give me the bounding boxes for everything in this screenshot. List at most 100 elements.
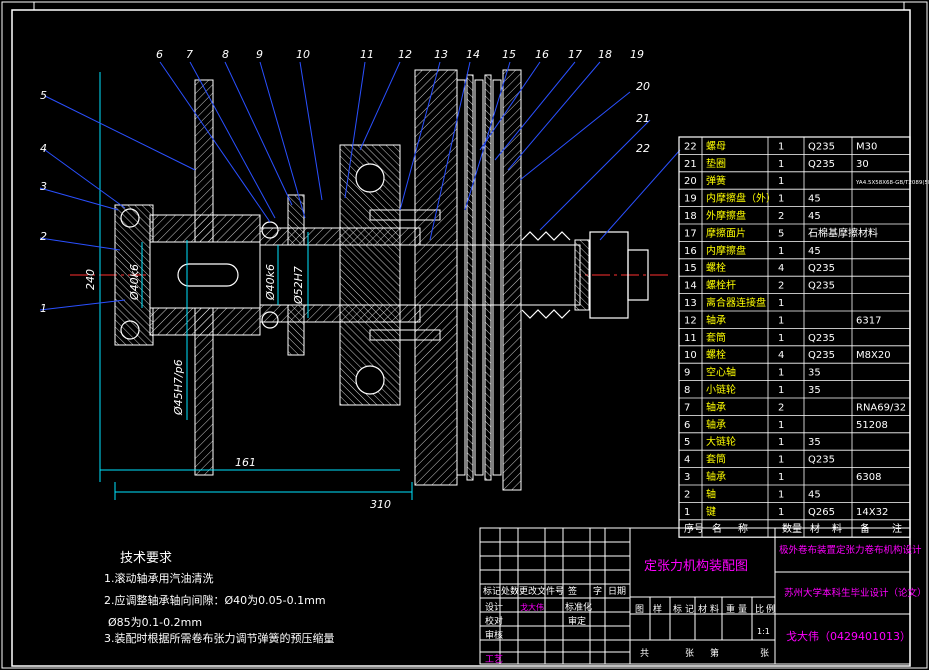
stage-i: 比 [755, 603, 764, 615]
tech-line-4: 3.装配时根据所需卷布张力调节弹簧的预压缩量 [104, 631, 335, 645]
bom-qty: 1 [778, 159, 784, 170]
bom-name: 轴承 [706, 470, 726, 483]
bom-name: 键 [706, 505, 716, 518]
rev-count: 处数 [501, 585, 519, 597]
bom-no: 2 [684, 489, 690, 500]
shaft-end [627, 249, 649, 301]
scale-value: 1:1 [757, 627, 770, 636]
stage-c: 标 [673, 603, 682, 615]
bom-name: 垫圈 [706, 157, 726, 170]
bom-no: 22 [684, 141, 697, 152]
stage-b: 样 [653, 603, 662, 615]
bom-name: 离合器连接盘 [706, 296, 766, 309]
callout-4: 4 [40, 142, 47, 155]
bom-name: 螺栓 [706, 261, 726, 274]
bom-name: 外摩擦盘 [706, 209, 746, 222]
standardize-label: 标准化 [565, 601, 592, 613]
bom-qty: 1 [778, 385, 784, 396]
stage-e: 材 [698, 603, 707, 615]
dimension-lines [99, 72, 413, 500]
stage-d: 记 [685, 604, 694, 615]
callout-3: 3 [40, 180, 47, 193]
friction-disc-stack [456, 69, 522, 491]
bom-qty: 1 [778, 472, 784, 483]
bom-qty: 2 [778, 211, 784, 222]
bearing-ball-3-top [120, 208, 140, 228]
bom-no: 3 [684, 472, 690, 483]
school-line: 苏州大学本科生毕业设计（论文） [784, 587, 927, 599]
rev-mark: 标记 [483, 585, 501, 597]
bom-no: 5 [684, 437, 690, 448]
assembly-section-view: 310 161 240 Ø40k6 Ø40k6 Ø52H7 Ø45H7/p6 [39, 48, 681, 511]
callout-21: 21 [636, 112, 650, 125]
dim-fit-52h7: Ø52H7 [292, 266, 305, 305]
bom-qty: 1 [778, 455, 784, 466]
author-line: 戈大伟（0429401013） [786, 629, 911, 643]
bom-name: 套筒 [706, 453, 726, 466]
bom-no: 12 [684, 315, 697, 326]
bom-name: 螺栓 [706, 348, 726, 361]
callout-10: 10 [296, 48, 310, 61]
bom-name: 空心轴 [706, 366, 736, 379]
drawing-title: 定张力机构装配图 [644, 559, 748, 574]
bom-material: 45 [808, 246, 821, 257]
bom-header-cell: 注 [892, 522, 902, 535]
role-check: 校对 [485, 615, 503, 627]
callout-16: 16 [535, 48, 549, 61]
bom-qty: 1 [778, 141, 784, 152]
bom-no: 9 [684, 368, 690, 379]
bom-name: 螺母 [706, 140, 726, 152]
role-process: 工艺 [485, 654, 503, 665]
bom-material: Q265 [808, 507, 835, 518]
bom-material: 45 [808, 489, 821, 500]
role-design: 设计 [485, 601, 503, 613]
bom-note: 6308 [856, 472, 881, 483]
part-callouts: 1 2 3 4 5 6 7 8 9 10 11 12 13 14 15 16 1… [40, 48, 650, 315]
dim-fit-45h7p6: Ø45H7/p6 [172, 359, 185, 416]
approve-label: 审定 [568, 615, 586, 627]
bom-qty: 2 [778, 402, 784, 413]
bom-qty: 1 [778, 368, 784, 379]
stage-h: 量 [738, 604, 747, 615]
callout-12: 12 [398, 48, 412, 61]
bom-header-cell: 称 [738, 522, 748, 535]
bom-note: M30 [856, 141, 877, 152]
shaft-bore [149, 241, 261, 309]
bolt-bottom [369, 329, 441, 341]
tech-heading: 技术要求 [120, 551, 172, 566]
bom-name: 轴承 [706, 313, 726, 326]
bom-material: 45 [808, 194, 821, 205]
bom-qty: 1 [778, 176, 784, 187]
tech-line-1: 1.滚动轴承用汽油清洗 [104, 571, 214, 585]
bom-name: 摩擦面片 [706, 226, 746, 239]
clutch-plate [414, 69, 458, 486]
bom-no: 18 [684, 211, 697, 222]
bom-header-cell: 数量 [782, 522, 802, 535]
callout-7: 7 [186, 48, 193, 61]
stage-g: 重 [726, 603, 735, 615]
bom-note: 51208 [856, 420, 888, 431]
bom-no: 14 [684, 281, 697, 292]
bearing-ball-12-bottom [355, 365, 385, 395]
bom-material: 35 [808, 368, 821, 379]
compression-spring [521, 231, 571, 319]
bom-qty: 1 [778, 420, 784, 431]
bom-no: 6 [684, 420, 690, 431]
bolt-top [369, 209, 441, 221]
sheet-no-a: 第 [710, 647, 719, 659]
bom-no: 16 [684, 246, 697, 257]
bom-note: RNA69/32 [856, 402, 906, 413]
needle-bearing-bottom [261, 311, 279, 329]
callout-19: 19 [630, 48, 644, 61]
sheet-total-b: 张 [685, 648, 694, 659]
bom-qty: 4 [778, 350, 784, 361]
callout-14: 14 [466, 48, 480, 61]
callout-20: 20 [636, 80, 650, 93]
bom-qty: 1 [778, 333, 784, 344]
bom-material: Q235 [808, 263, 835, 274]
bom-no: 11 [684, 333, 697, 344]
bom-material: Q235 [808, 350, 835, 361]
bom-qty: 1 [778, 194, 784, 205]
sheet-no-b: 张 [760, 648, 769, 659]
